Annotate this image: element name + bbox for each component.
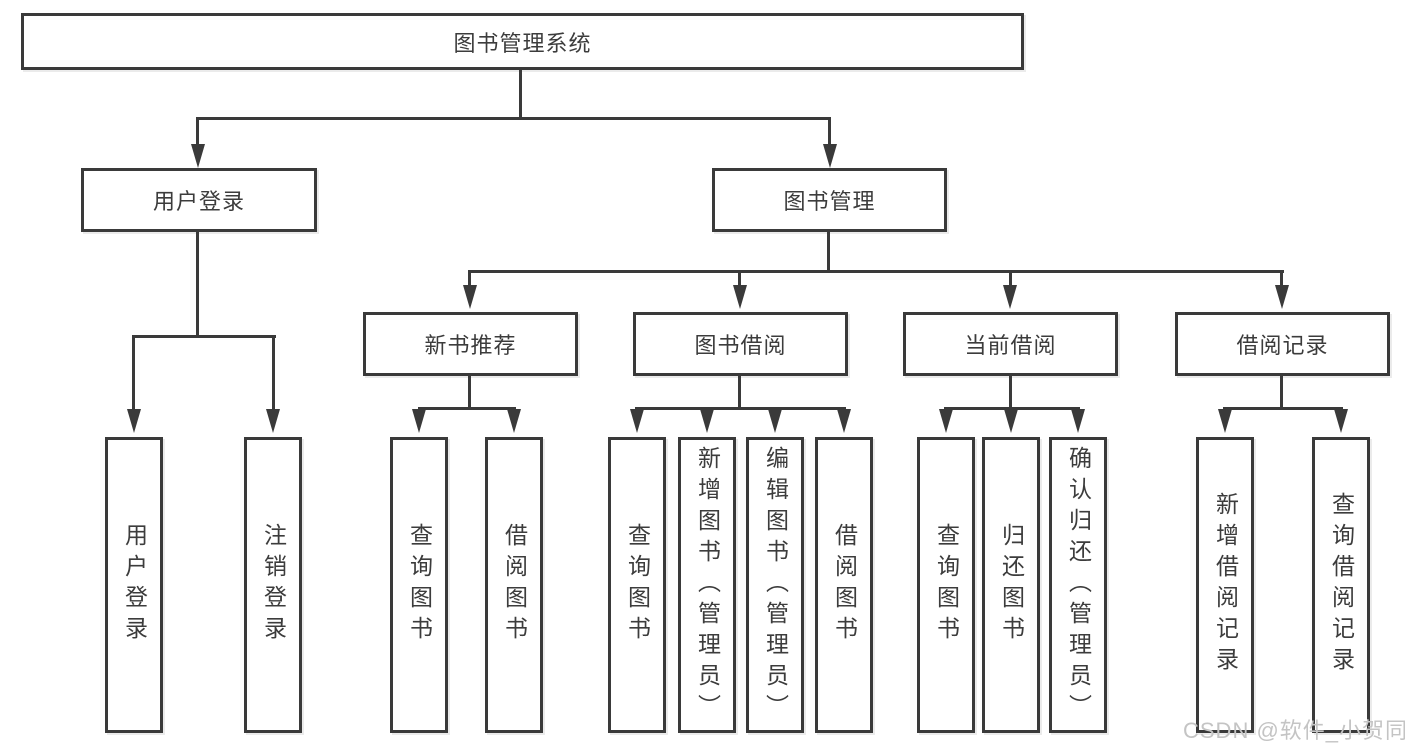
- leaf-label: 新增借阅记录: [1212, 492, 1239, 678]
- arrow-down-icon: [412, 409, 426, 433]
- leaf-label: 查询图书: [624, 523, 651, 647]
- arrow-down-icon: [700, 409, 714, 433]
- leaf-label: 新增图书（管理员）: [694, 445, 721, 725]
- node-borrow-records-label: 借阅记录: [1236, 333, 1329, 358]
- node-user-login: 用户登录: [81, 168, 317, 232]
- connector-drop: [468, 270, 471, 286]
- connector-book-borrow-stem: [738, 376, 741, 410]
- leaf-label: 借阅图书: [501, 523, 528, 647]
- arrow-down-icon: [1004, 409, 1018, 433]
- connector-borrow-records-stem: [1280, 376, 1283, 410]
- arrow-down-icon: [1218, 409, 1232, 433]
- connector-user-login-stem: [196, 232, 199, 338]
- connector-drop: [1280, 270, 1283, 286]
- csdn-watermark: CSDN @软件_小贺同学: [1183, 718, 1405, 743]
- leaf-label: 用户登录: [121, 523, 148, 647]
- connector-drop: [1009, 270, 1012, 286]
- connector-new-books-stem: [468, 376, 471, 410]
- arrow-down-icon: [463, 285, 477, 309]
- connector-user-login-rail: [132, 335, 276, 338]
- leaf-add-books-admin: 新增图书（管理员）: [678, 437, 736, 733]
- arrow-down-icon: [1334, 409, 1348, 433]
- connector-current-borrow-stem: [1009, 376, 1012, 410]
- leaf-user-login: 用户登录: [105, 437, 163, 733]
- leaf-label: 查询借阅记录: [1328, 492, 1355, 678]
- leaf-return-books: 归还图书: [982, 437, 1040, 733]
- connector-root-stem: [519, 70, 522, 120]
- arrow-down-icon: [837, 409, 851, 433]
- connector-user-login-drop: [196, 117, 199, 145]
- leaf-label: 查询图书: [406, 523, 433, 647]
- arrow-down-icon: [1071, 409, 1085, 433]
- arrow-down-icon: [1003, 285, 1017, 309]
- arrow-down-icon: [266, 409, 280, 433]
- arrow-down-icon: [630, 409, 644, 433]
- leaf-query-books: 查询图书: [917, 437, 975, 733]
- leaf-add-borrow-record: 新增借阅记录: [1196, 437, 1254, 733]
- connector-level2-rail: [197, 117, 831, 120]
- connector-book-mgmt-drop: [828, 117, 831, 145]
- connector-book-mgmt-stem: [827, 232, 830, 273]
- leaf-label: 确认归还（管理员）: [1065, 445, 1092, 725]
- leaf-borrow-books: 借阅图书: [815, 437, 873, 733]
- arrow-down-icon: [1275, 285, 1289, 309]
- connector-new-books-rail: [418, 407, 516, 410]
- node-new-books: 新书推荐: [363, 312, 578, 376]
- leaf-logout: 注销登录: [244, 437, 302, 733]
- node-current-borrow-label: 当前借阅: [964, 333, 1057, 358]
- node-current-borrow: 当前借阅: [903, 312, 1118, 376]
- node-new-books-label: 新书推荐: [424, 333, 517, 358]
- leaf-label: 查询图书: [933, 523, 960, 647]
- leaf-label: 归还图书: [998, 523, 1025, 647]
- connector-drop: [738, 270, 741, 286]
- arrow-down-icon: [507, 409, 521, 433]
- node-root-label: 图书管理系统: [453, 30, 592, 56]
- node-root: 图书管理系统: [21, 13, 1024, 70]
- connector-current-borrow-rail: [944, 407, 1080, 410]
- connector-level3-rail: [468, 270, 1284, 273]
- leaf-query-books: 查询图书: [390, 437, 448, 733]
- node-book-mgmt: 图书管理: [712, 168, 947, 232]
- arrow-down-icon: [768, 409, 782, 433]
- arrow-down-icon: [191, 144, 205, 168]
- leaf-label: 注销登录: [260, 523, 287, 647]
- leaf-edit-books-admin: 编辑图书（管理员）: [746, 437, 804, 733]
- leaf-query-borrow-record: 查询借阅记录: [1312, 437, 1370, 733]
- node-book-borrow: 图书借阅: [633, 312, 848, 376]
- node-user-login-label: 用户登录: [152, 189, 245, 214]
- connector-book-borrow-rail: [635, 407, 846, 410]
- connector-borrow-records-rail: [1223, 407, 1343, 410]
- arrow-down-icon: [127, 409, 141, 433]
- leaf-label: 借阅图书: [831, 523, 858, 647]
- arrow-down-icon: [823, 144, 837, 168]
- arrow-down-icon: [733, 285, 747, 309]
- arrow-down-icon: [939, 409, 953, 433]
- connector-drop: [132, 335, 135, 410]
- leaf-label: 编辑图书（管理员）: [762, 445, 789, 725]
- leaf-borrow-books: 借阅图书: [485, 437, 543, 733]
- node-book-borrow-label: 图书借阅: [694, 333, 787, 358]
- connector-drop: [272, 335, 275, 410]
- leaf-confirm-return-admin: 确认归还（管理员）: [1049, 437, 1107, 733]
- node-borrow-records: 借阅记录: [1175, 312, 1390, 376]
- node-book-mgmt-label: 图书管理: [783, 189, 876, 214]
- leaf-query-books: 查询图书: [608, 437, 666, 733]
